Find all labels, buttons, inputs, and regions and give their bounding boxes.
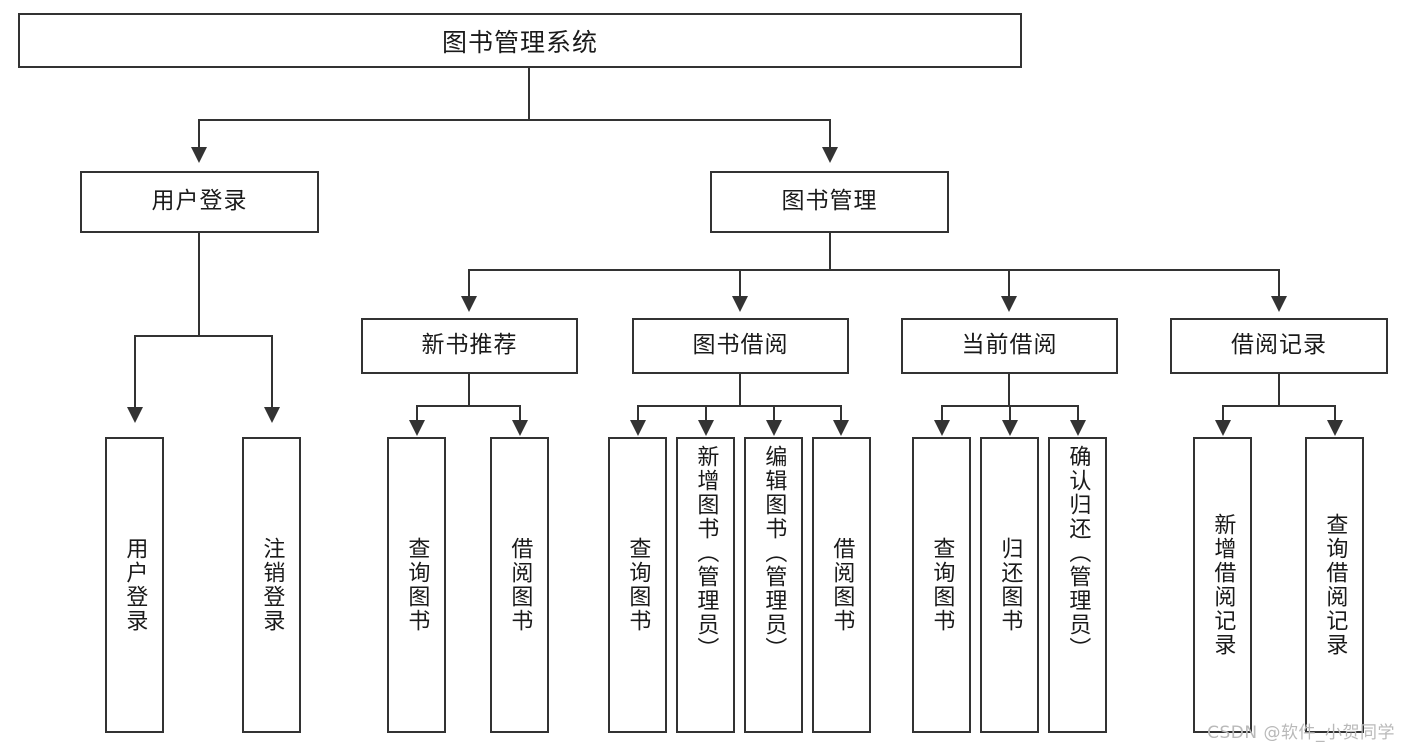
connector-borrow-record-drop-1 — [1222, 405, 1224, 423]
leaf-query-borrow-record[interactable]: 查询借阅记录 — [1305, 437, 1364, 733]
arrow-current-borrow-leaf-1 — [934, 420, 950, 436]
connector-bm-drop-new-book — [468, 269, 470, 299]
leaf-query-book-borrow[interactable]: 查询图书 — [608, 437, 667, 733]
node-user-login[interactable]: 用户登录 — [80, 171, 319, 233]
node-book-manage[interactable]: 图书管理 — [710, 171, 949, 233]
arrow-root-to-user-login — [191, 147, 207, 163]
arrow-book-borrow-leaf-1 — [630, 420, 646, 436]
connector-user-login-bar — [134, 335, 273, 337]
connector-book-borrow-bar — [637, 405, 842, 407]
leaf-logout[interactable]: 注销登录 — [242, 437, 301, 733]
connector-user-login-drop-2 — [271, 335, 273, 410]
arrow-bm-to-new-book-rec — [461, 296, 477, 312]
leaf-borrow-book-new[interactable]: 借阅图书 — [490, 437, 549, 733]
watermark: CSDN @软件_小贺同学 — [1207, 723, 1395, 743]
leaf-confirm-return-admin[interactable]: 确认归还（管理员） — [1048, 437, 1107, 733]
connector-new-book-bar — [416, 405, 521, 407]
connector-bm-drop-borrow — [739, 269, 741, 299]
connector-root-bar — [198, 119, 830, 121]
arrow-new-book-leaf-2 — [512, 420, 528, 436]
connector-bm-drop-current — [1008, 269, 1010, 299]
arrow-user-login-leaf-1 — [127, 407, 143, 423]
connector-new-book-drop-1 — [416, 405, 418, 423]
arrow-bm-to-book-borrow — [732, 296, 748, 312]
arrow-current-borrow-leaf-3 — [1070, 420, 1086, 436]
arrow-book-borrow-leaf-2 — [698, 420, 714, 436]
leaf-user-login[interactable]: 用户登录 — [105, 437, 164, 733]
connector-book-manage-stem — [829, 233, 831, 270]
node-root-system[interactable]: 图书管理系统 — [18, 13, 1022, 68]
connector-book-manage-bar — [468, 269, 1280, 271]
arrow-bm-to-current-borrow — [1001, 296, 1017, 312]
connector-user-login-drop-1 — [134, 335, 136, 410]
arrow-borrow-record-leaf-2 — [1327, 420, 1343, 436]
leaf-return-book[interactable]: 归还图书 — [980, 437, 1039, 733]
connector-book-borrow-drop-3 — [773, 405, 775, 423]
node-new-book-rec[interactable]: 新书推荐 — [361, 318, 578, 374]
arrow-book-borrow-leaf-4 — [833, 420, 849, 436]
connector-new-book-stem — [468, 374, 470, 406]
connector-book-borrow-drop-2 — [705, 405, 707, 423]
connector-book-borrow-stem — [739, 374, 741, 406]
arrow-book-borrow-leaf-3 — [766, 420, 782, 436]
node-book-borrow[interactable]: 图书借阅 — [632, 318, 849, 374]
connector-root-stem — [528, 68, 530, 120]
connector-book-borrow-drop-4 — [840, 405, 842, 423]
connector-current-borrow-drop-2 — [1009, 405, 1011, 423]
connector-current-borrow-drop-3 — [1077, 405, 1079, 423]
leaf-add-borrow-record[interactable]: 新增借阅记录 — [1193, 437, 1252, 733]
arrow-new-book-leaf-1 — [409, 420, 425, 436]
connector-book-borrow-drop-1 — [637, 405, 639, 423]
connector-bm-drop-record — [1278, 269, 1280, 299]
arrow-user-login-leaf-2 — [264, 407, 280, 423]
arrow-borrow-record-leaf-1 — [1215, 420, 1231, 436]
leaf-add-book-admin[interactable]: 新增图书（管理员） — [676, 437, 735, 733]
connector-root-to-user-login — [198, 119, 200, 149]
leaf-query-book-current[interactable]: 查询图书 — [912, 437, 971, 733]
connector-current-borrow-drop-1 — [941, 405, 943, 423]
connector-borrow-record-drop-2 — [1334, 405, 1336, 423]
connector-new-book-drop-2 — [519, 405, 521, 423]
connector-borrow-record-bar — [1222, 405, 1336, 407]
node-borrow-record[interactable]: 借阅记录 — [1170, 318, 1388, 374]
connector-borrow-record-stem — [1278, 374, 1280, 406]
connector-user-login-stem — [198, 233, 200, 336]
leaf-query-book-new[interactable]: 查询图书 — [387, 437, 446, 733]
connector-root-to-book-manage — [829, 119, 831, 149]
connector-current-borrow-stem — [1008, 374, 1010, 406]
arrow-bm-to-borrow-record — [1271, 296, 1287, 312]
leaf-edit-book-admin[interactable]: 编辑图书（管理员） — [744, 437, 803, 733]
arrow-root-to-book-manage — [822, 147, 838, 163]
leaf-borrow-book[interactable]: 借阅图书 — [812, 437, 871, 733]
node-current-borrow[interactable]: 当前借阅 — [901, 318, 1118, 374]
arrow-current-borrow-leaf-2 — [1002, 420, 1018, 436]
